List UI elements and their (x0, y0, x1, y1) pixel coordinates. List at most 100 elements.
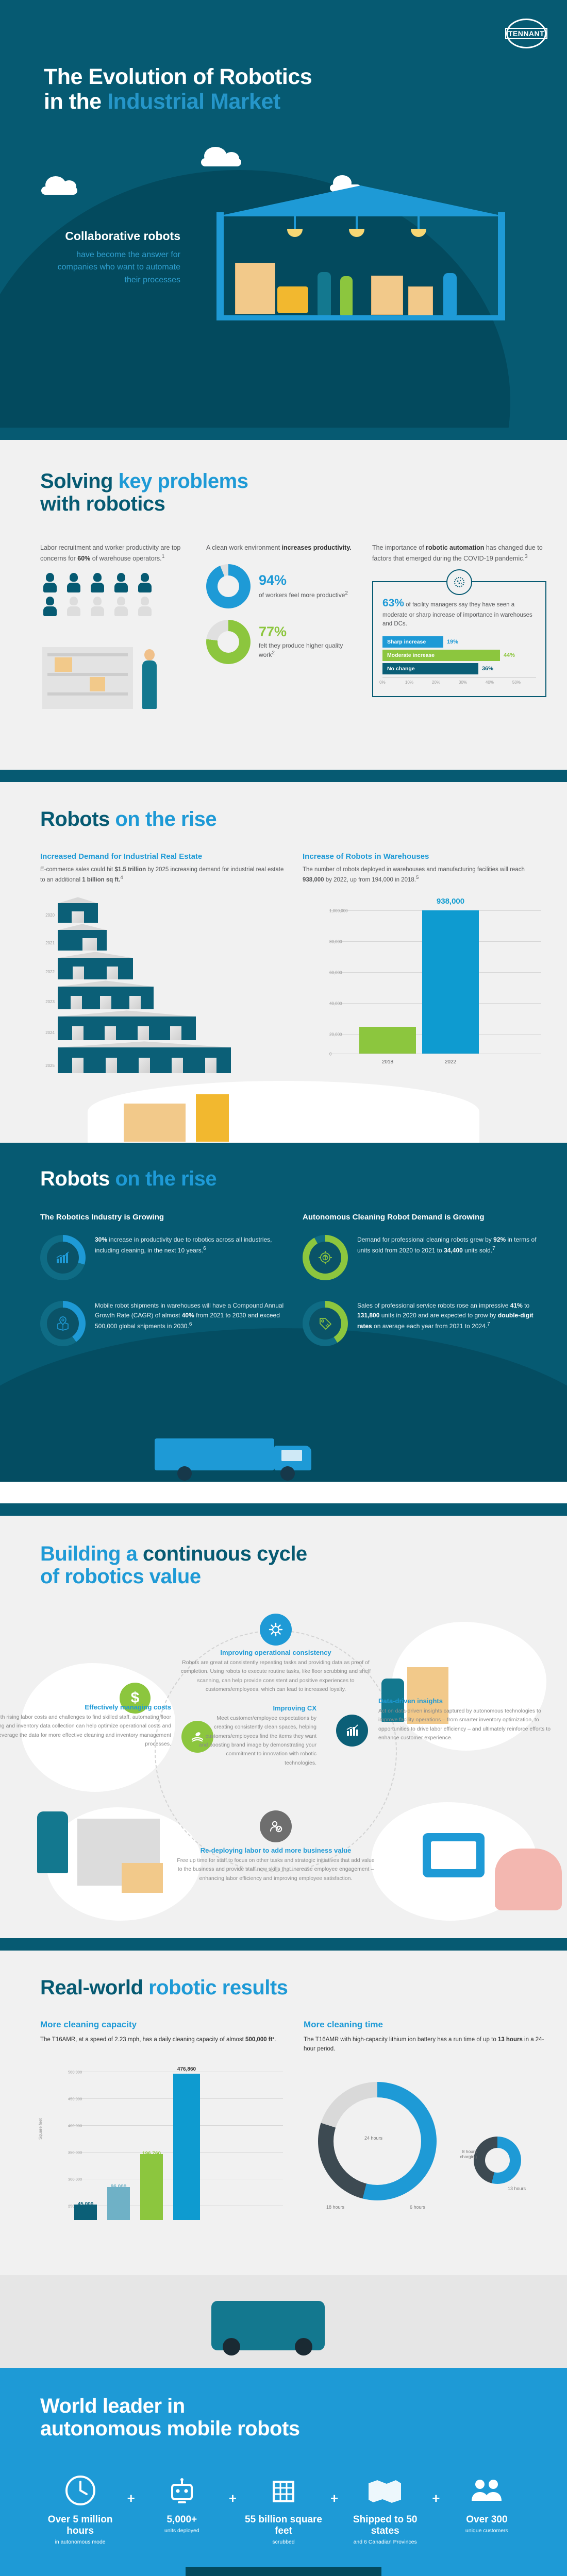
x-tick: 30% (458, 680, 467, 685)
rise-dark-title-highlight: on the rise (115, 1167, 217, 1190)
warehouse-post (216, 212, 224, 315)
rise-dark-title: Robots on the rise (0, 1167, 567, 1190)
x-tick: 40% (485, 680, 494, 685)
pictogram-row-2020: 2020 (40, 897, 284, 923)
cleaning-capacity-block: More cleaning capacity The T16AMR, at a … (38, 2020, 283, 2242)
real-world-results-section: Real-world robotic results More cleaning… (0, 1951, 567, 2368)
pictogram-year: 2024 (45, 1030, 55, 1036)
leader-stat-states-caption: and 6 Canadian Provinces (353, 2538, 417, 2545)
leader-stat-units-value: 5,000+ (166, 2514, 197, 2525)
pallet-box (408, 286, 433, 315)
automation-lede-a: The importance of (372, 544, 426, 551)
cycle-title-line2: of robotics value (40, 1565, 201, 1588)
robots-bar-chart: 1,000,000 80,000 60,000 40,000 20,000 0 … (303, 897, 546, 1067)
robotics-industry-column: The Robotics Industry is Growing (40, 1213, 284, 1367)
money-bubble-icon: $ (120, 1683, 151, 1714)
rise-light-title-plain: Robots (40, 808, 115, 831)
person-icon-muted (88, 596, 107, 617)
bar-walk-behind (107, 2187, 130, 2220)
box-icon (55, 657, 72, 672)
warehouse-shape (58, 1041, 231, 1074)
x-tick: 20% (431, 680, 440, 685)
pictogram-year: 2020 (45, 913, 55, 918)
leader-stats-row: Over 5 million hours in autonomous mode … (0, 2440, 567, 2546)
stat-mobile-text: Mobile robot shipments in warehouses wil… (95, 1302, 284, 1330)
solving-column-automation: The importance of robotic automation has… (372, 543, 546, 726)
y-tick: 40,000 (329, 1001, 342, 1006)
worker-figure (318, 272, 331, 315)
warehouse-roof (216, 185, 505, 216)
cycle-block-insights: Data-driven insights Act on data-driven … (378, 1697, 554, 1742)
pictogram-year: 2025 (45, 1063, 55, 1069)
hero-callout-title: Collaborative robots (65, 229, 180, 243)
world-leader-section: World leader in autonomous mobile robots… (0, 2368, 567, 2576)
tablet-screen (431, 1841, 476, 1869)
cleaning-time-block: More cleaning time The T16AMR with high-… (304, 2020, 546, 2242)
x-tick: 10% (405, 680, 413, 685)
cycle-title-b: continuous cycle (142, 1543, 307, 1565)
leader-stat-sqft-value: 55 billion square feet (245, 2514, 322, 2536)
y-tick: 300,000 (68, 2177, 82, 2182)
cycle-title-insights: Data-driven insights (378, 1697, 443, 1705)
cleaning-robot-demand-column: Autonomous Cleaning Robot Demand is Grow… (303, 1213, 546, 1367)
industrial-real-estate-block: Increased Demand for Industrial Real Est… (40, 852, 284, 1074)
clean-env-lede: A clean work environment increases produ… (206, 543, 358, 553)
y-tick: 350,000 (68, 2150, 82, 2155)
person-icon-muted (64, 596, 84, 617)
bar-moderate-increase: Moderate increase (382, 650, 500, 662)
footnote-ref: 7 (487, 1321, 490, 1328)
bar-sharp-increase: Sharp increase (382, 636, 443, 648)
truck-wheel (177, 1466, 192, 1481)
stat-cleaning-demand-92: Demand for professional cleaning robots … (303, 1235, 546, 1280)
hero-callout: Collaborative robots have become the ans… (49, 229, 180, 287)
bar-2022 (422, 910, 479, 1054)
footnote-ref: 1 (161, 553, 165, 560)
gauge-label-charging: 8 hours charging (460, 2148, 477, 2159)
floor-scrubber-illustration (381, 1679, 404, 1722)
cycle-body-consistency: Robots are great at consistently repeati… (180, 1659, 371, 1692)
warehouse-shape (58, 980, 154, 1010)
solving-column-labor: Labor recruitment and worker productivit… (40, 543, 192, 726)
bar-manual (74, 2204, 97, 2220)
donut-77-value: 77% (258, 623, 287, 639)
warehouse-shape (58, 897, 98, 923)
x-tick: 50% (512, 680, 521, 685)
y-axis-title: Square feet (38, 2118, 43, 2140)
capacity-bar-chart: Square feet 500,000 450,000 400,000 350,… (38, 2062, 283, 2232)
hand-leaf-icon (181, 1721, 213, 1753)
y-tick: 450,000 (68, 2096, 82, 2102)
leader-stat-customers-caption: unique customers (465, 2527, 508, 2534)
price-tag-icon (303, 1301, 348, 1346)
cycle-title-consistency: Improving operational consistency (220, 1649, 331, 1656)
leader-stat-hours-value: Over 5 million hours (47, 2514, 113, 2536)
solving-title-line2: with robotics (40, 493, 165, 515)
scrubber-wheel (223, 2338, 240, 2355)
leader-stat-states-value: Shipped to 50 states (353, 2514, 418, 2536)
leader-title-line2: autonomous mobile robots (40, 2417, 300, 2440)
x-tick: 0% (379, 680, 386, 685)
pictogram-year: 2021 (45, 941, 55, 946)
bar-row-moderate: Moderate increase 44% (382, 650, 536, 662)
building-icon (245, 2467, 322, 2514)
person-icon (111, 572, 131, 594)
robot-icon (143, 2467, 221, 2514)
gauge-hole (333, 2097, 421, 2185)
person-icon (40, 596, 60, 617)
chart-insights-icon (336, 1715, 368, 1747)
person-icon (40, 572, 60, 594)
results-title: Real-world robotic results (0, 1976, 567, 1999)
leader-title: World leader in autonomous mobile robots (0, 2395, 567, 2440)
warehouse-robots-body: The number of robots deployed in warehou… (303, 867, 525, 884)
leader-stat-units-caption: units deployed (164, 2527, 199, 2534)
leader-stat-states: Shipped to 50 states and 6 Canadian Prov… (346, 2467, 424, 2546)
cycle-block-cx: Improving CX Meet customer/employee expe… (198, 1704, 316, 1768)
bar-label-rider: 196,760 (142, 2150, 161, 2157)
bar-label-2022: 938,000 (436, 897, 465, 906)
covid-stat-value: 63% (382, 597, 404, 609)
cycle-body-labor: Free up time for staff to focus on other… (177, 1857, 375, 1882)
cycle-title-costs: Effectively managing costs (85, 1703, 171, 1711)
virus-icon (446, 569, 472, 595)
solving-title-plain: Solving (40, 470, 119, 493)
pictogram-row-2023: 2023 (40, 980, 284, 1010)
worker-head (144, 649, 155, 660)
